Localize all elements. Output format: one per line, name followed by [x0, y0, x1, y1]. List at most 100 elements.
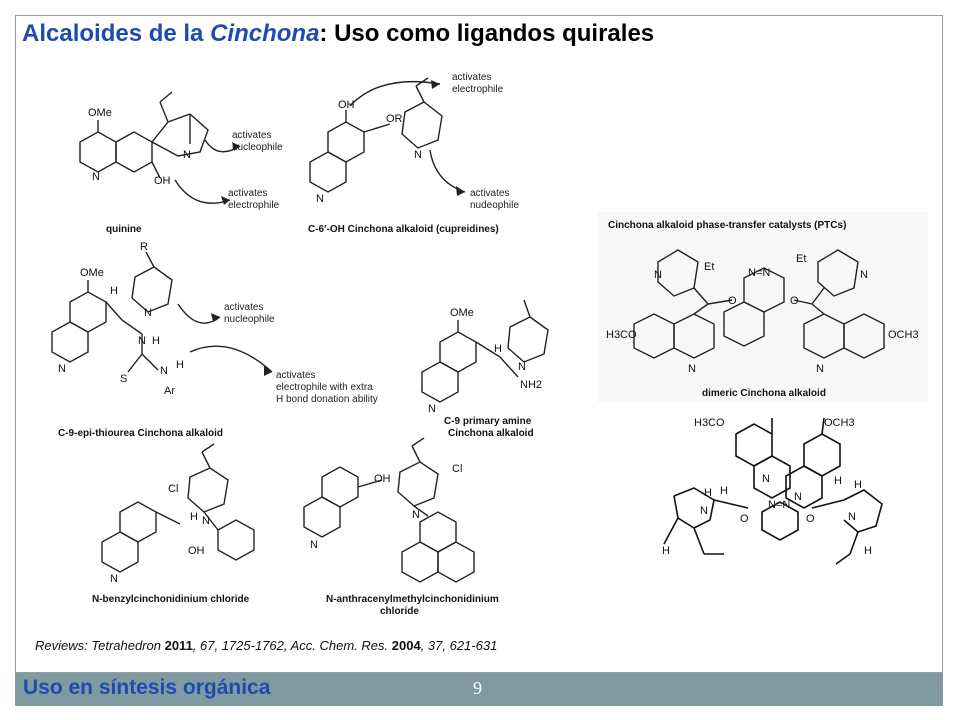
cupreidine-cage — [401, 101, 443, 149]
quinine-ome: OMe — [88, 107, 112, 119]
quinine-oh: OH — [154, 175, 171, 187]
reviews-rest-2: , 37, 621-631 — [420, 638, 498, 653]
dimer-cage-n-right: N — [848, 511, 856, 523]
dimeric-3d-structure: H3CO OCH3 N N N=N O O H H H H H H N N — [662, 417, 883, 565]
benzyl-quinoline-ring-a — [119, 501, 157, 543]
anthracenyl-quinoline-ring-a — [321, 466, 359, 508]
ptc-och3: OCH3 — [888, 329, 919, 341]
benzyl-phenyl-ring — [217, 519, 255, 561]
dimer-left-quinoline-b — [753, 455, 791, 499]
cupreidine-or: OR — [386, 113, 403, 125]
thiourea-activates-1: activates — [224, 302, 263, 313]
quinine-activates-1: activates — [232, 130, 271, 141]
ptc-scheme: Cinchona alkaloid phase-transfer catalys… — [598, 212, 928, 402]
amine-label-2: Cinchona alkaloid — [448, 428, 534, 439]
thiourea-electrophile-extra: electrophile with extra — [276, 382, 373, 393]
anthracenyl-label-1: N-anthracenylmethylcinchonidinium — [326, 594, 499, 605]
quinine-label: quinine — [106, 224, 142, 235]
ptc-et-right: Et — [796, 253, 806, 265]
dimer-cage-n-left: N — [700, 505, 708, 517]
benzyl-h: H — [190, 511, 198, 523]
thiourea-ar: Ar — [164, 385, 175, 397]
reviews-year-1: 2011 — [164, 638, 193, 653]
dimer-h-1: H — [704, 487, 712, 499]
cupreidine-n: N — [316, 193, 324, 205]
amine-h: H — [494, 343, 502, 355]
anthracene-ring-a — [419, 511, 457, 553]
dimer-n-eq-n: N=N — [768, 499, 790, 511]
amine-ome: OMe — [450, 307, 474, 319]
thiourea-cage-n: N — [144, 307, 152, 319]
ptc-right-quinoline-n: N — [816, 363, 824, 375]
anthracenyl-cage-n: N — [412, 509, 420, 521]
cupreidine-quinoline-ring-b — [309, 151, 347, 193]
quinine-n: N — [92, 171, 100, 183]
thiourea-nucleophile: nucleophile — [224, 314, 275, 325]
cupreidine-nudeophile: nudeophile — [470, 200, 519, 211]
ptc-h3co: H3CO — [606, 329, 637, 341]
benzyl-quinoline-n: N — [110, 573, 118, 585]
thiourea-ome: OMe — [80, 267, 104, 279]
cupreidine-cage-n: N — [414, 149, 422, 161]
reviews-prefix: Reviews: Tetrahedron — [35, 638, 165, 653]
benzyl-cage-n: N — [202, 515, 210, 527]
thiourea-h-bond: H bond donation ability — [276, 394, 378, 405]
ptc-left-quinoline-n: N — [688, 363, 696, 375]
ptc-n-eq-n: N=N — [748, 267, 770, 279]
cupreidine-label: C-6′-OH Cinchona alkaloid (cupreidines) — [308, 224, 499, 235]
title-part2: : Uso como ligandos quirales — [319, 20, 655, 47]
cupreidine-activates-1: activates — [452, 72, 491, 83]
anthracenyl-oh: OH — [374, 473, 391, 485]
cinchona-scheme: OMe N OH N OH OR N N OMe R H N N N H S N… — [51, 72, 549, 617]
dimer-n-left: N — [762, 473, 770, 485]
ptc-o-left: O — [728, 295, 737, 307]
thiourea-n2: N — [160, 365, 168, 377]
amine-cage-n: N — [518, 361, 526, 373]
thiourea-cage — [131, 266, 173, 313]
thiourea-nh-h: H — [152, 335, 160, 347]
anthracene-ring-b — [401, 541, 439, 583]
title-italic: Cinchona — [210, 20, 320, 47]
benzyl-label: N-benzylcinchonidinium chloride — [92, 594, 250, 605]
amine-nh2: NH2 — [520, 379, 542, 391]
cupreidine-quinoline-ring-a — [327, 121, 365, 163]
thiourea-label: C-9-epi-thiourea Cinchona alkaloid — [58, 428, 223, 439]
dimer-h-6: H — [864, 545, 872, 557]
dimer-pyridazine — [761, 501, 799, 541]
ptc-right-cage — [817, 249, 859, 297]
thiourea-quinoline-n: N — [58, 363, 66, 375]
quinine-cage-n: N — [183, 149, 191, 161]
benzyl-oh: OH — [188, 545, 205, 557]
reviews-citation: Reviews: Tetrahedron 2011, 67, 1725-1762… — [35, 638, 497, 653]
benzyl-quinoline-ring-b — [101, 531, 139, 573]
dimer-h3co: H3CO — [694, 417, 725, 429]
ptc-left-cage — [657, 249, 699, 297]
ptc-dimeric-label: dimeric Cinchona alkaloid — [702, 388, 826, 399]
amine-cage — [507, 316, 549, 363]
thiourea-h: H — [110, 285, 118, 297]
page-number: 9 — [473, 678, 482, 698]
ptc-n-left: N — [654, 269, 662, 281]
quinine-cage — [150, 113, 209, 157]
ptc-right-quinoline-b — [843, 313, 885, 359]
dimer-o-left: O — [740, 513, 749, 525]
reviews-year-2: 2004 — [391, 638, 421, 653]
benzyl-cage — [187, 467, 229, 513]
thiourea-activates-2: activates — [276, 370, 315, 381]
quinine-activates-2: activates — [228, 188, 267, 199]
ptc-n-right: N — [860, 269, 868, 281]
quinine-nucleophile: nucleophile — [232, 142, 283, 153]
thiourea-quinoline-ring-a — [69, 291, 107, 333]
thiourea-nh-n: N — [138, 335, 146, 347]
cupreidine-electrophile: electrophile — [452, 84, 504, 95]
thiourea-quinoline-ring-b — [51, 321, 89, 363]
ptc-title: Cinchona alkaloid phase-transfer catalys… — [608, 220, 846, 231]
anthracene-ring-c — [437, 541, 475, 583]
dimer-right-quinoline-b — [785, 465, 823, 509]
dimer-n-right: N — [794, 491, 802, 503]
footer-bar: Uso en síntesis orgánica 9 — [15, 673, 943, 706]
anthracenyl-quinoline-ring-b — [303, 496, 341, 538]
dimer-o-right: O — [806, 513, 815, 525]
footer-title: Uso en síntesis orgánica — [23, 676, 271, 699]
cupreidine-activates-2: activates — [470, 188, 509, 199]
